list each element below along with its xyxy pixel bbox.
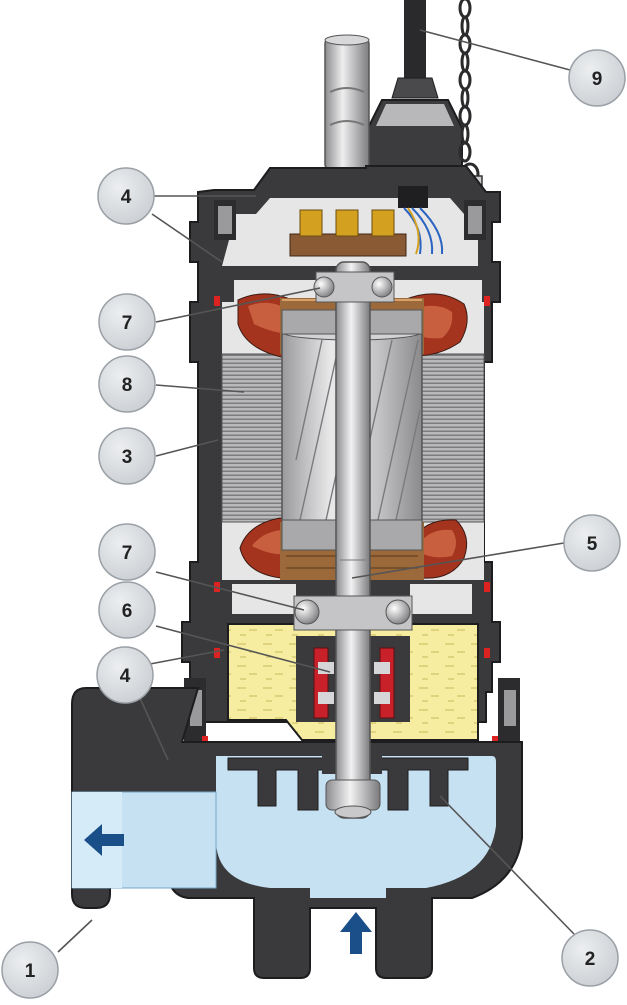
callout-7-upper: 7 bbox=[98, 293, 156, 351]
callout-6-label: 6 bbox=[122, 601, 133, 622]
callout-4-lower-label: 4 bbox=[120, 666, 131, 687]
volute-water bbox=[216, 756, 496, 898]
motor-shaft bbox=[335, 261, 371, 819]
callout-7-upper-label: 7 bbox=[122, 313, 133, 334]
flange-bolts bbox=[184, 200, 520, 748]
lower-bearing bbox=[293, 595, 413, 631]
callout-7-lower: 7 bbox=[98, 523, 156, 581]
callout-7-lower-label: 7 bbox=[122, 543, 133, 564]
callout-4-upper: 4 bbox=[97, 167, 155, 225]
power-cable bbox=[404, 0, 426, 80]
callout-1-label: 1 bbox=[25, 961, 36, 982]
callout-5: 5 bbox=[563, 514, 621, 572]
pump-body bbox=[71, 0, 523, 979]
leader-lines bbox=[57, 29, 575, 953]
mechanical-seal bbox=[313, 647, 395, 719]
callout-1: 1 bbox=[1, 941, 59, 999]
callout-3: 3 bbox=[98, 427, 156, 485]
arrow-left-icon bbox=[84, 824, 124, 856]
callout-8-label: 8 bbox=[122, 375, 133, 396]
upper-bearing bbox=[313, 271, 395, 303]
arrow-up-icon bbox=[340, 912, 372, 954]
cable-gland bbox=[391, 77, 439, 99]
terminal-board bbox=[289, 186, 444, 257]
callout-2-label: 2 bbox=[585, 949, 596, 970]
lifting-handle bbox=[324, 34, 370, 171]
callout-6: 6 bbox=[98, 581, 156, 639]
callout-9-label: 9 bbox=[592, 69, 603, 90]
callout-3-label: 3 bbox=[122, 447, 133, 468]
callout-8: 8 bbox=[98, 355, 156, 413]
callout-9: 9 bbox=[568, 49, 626, 107]
callout-4-lower: 4 bbox=[96, 646, 154, 704]
callout-4-upper-label: 4 bbox=[121, 187, 132, 208]
callout-2: 2 bbox=[561, 929, 619, 987]
callout-5-label: 5 bbox=[587, 534, 598, 555]
